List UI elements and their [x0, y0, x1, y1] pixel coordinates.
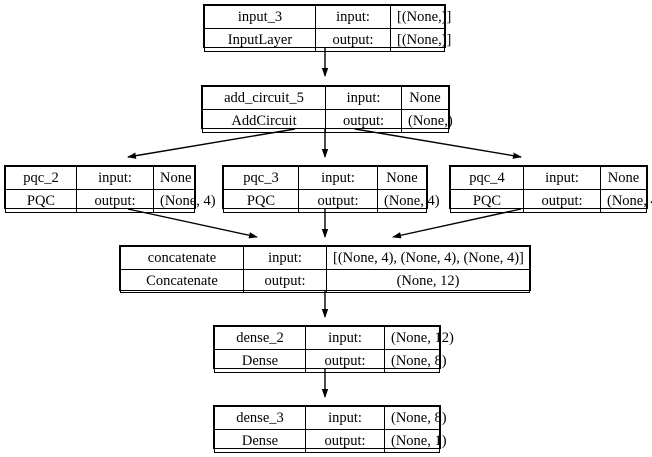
node-pqc_4-input-label: input:: [523, 166, 601, 190]
node-pqc_2[interactable]: pqc_2 input: None PQC output: (None, 4): [4, 165, 216, 213]
node-pqc_3-name: pqc_3: [223, 166, 299, 190]
edge-pqc2-concatenate: [127, 208, 258, 239]
node-pqc_3-output-shape: (None, 4): [377, 189, 440, 213]
node-pqc_2-input-shape: None: [153, 166, 195, 190]
node-concatenate-class: Concatenate: [120, 269, 244, 293]
node-pqc_4-output-shape: (None, 4): [600, 189, 652, 213]
node-dense_2-output-label: output:: [305, 349, 385, 373]
node-pqc_2-output-shape: (None, 4): [153, 189, 216, 213]
node-pqc_3-class: PQC: [223, 189, 299, 213]
node-add_circuit_5-output-label: output:: [325, 109, 402, 133]
node-dense_3-name: dense_3: [214, 406, 306, 430]
node-pqc_2-output-label: output:: [76, 189, 154, 213]
node-pqc_2-input-label: input:: [76, 166, 154, 190]
node-pqc_4-output-label: output:: [523, 189, 601, 213]
node-pqc_4-class: PQC: [450, 189, 524, 213]
node-dense_3-class: Dense: [214, 429, 306, 453]
edge-addcircuit5-pqc4: [354, 128, 522, 159]
node-concatenate-input-label: input:: [243, 246, 327, 270]
node-add_circuit_5[interactable]: add_circuit_5 input: None AddCircuit out…: [201, 85, 453, 133]
node-pqc_2-name: pqc_2: [5, 166, 77, 190]
node-dense_2-input-shape: (None, 12): [384, 326, 454, 350]
node-dense_2-output-shape: (None, 8): [384, 349, 447, 373]
node-input_3-input-shape: [(None,)]: [390, 5, 451, 29]
node-concatenate-output-shape: (None, 12): [326, 269, 530, 293]
node-dense_3-input-label: input:: [305, 406, 385, 430]
node-dense_2-class: Dense: [214, 349, 306, 373]
node-dense_3-output-shape: (None, 1): [384, 429, 447, 453]
node-concatenate-output-label: output:: [243, 269, 327, 293]
node-input_3-output-shape: [(None,)]: [390, 28, 451, 52]
node-dense_2[interactable]: dense_2 input: (None, 12) Dense output: …: [213, 325, 454, 373]
node-input_3[interactable]: input_3 input: [(None,)] InputLayer outp…: [203, 4, 451, 52]
node-input_3-output-label: output:: [315, 28, 391, 52]
node-pqc_4-input-shape: None: [600, 166, 647, 190]
node-concatenate-name: concatenate: [120, 246, 244, 270]
node-dense_2-input-label: input:: [305, 326, 385, 350]
node-add_circuit_5-output-shape: (None,): [401, 109, 453, 133]
edge-pqc4-concatenate: [392, 208, 522, 239]
node-dense_3-output-label: output:: [305, 429, 385, 453]
node-dense_3[interactable]: dense_3 input: (None, 8) Dense output: (…: [213, 405, 447, 453]
node-add_circuit_5-input-shape: None: [401, 86, 449, 110]
node-concatenate-input-shape: [(None, 4), (None, 4), (None, 4)]: [326, 246, 530, 270]
node-pqc_3-input-shape: None: [377, 166, 427, 190]
node-dense_3-input-shape: (None, 8): [384, 406, 447, 430]
node-input_3-input-label: input:: [315, 5, 391, 29]
node-add_circuit_5-input-label: input:: [325, 86, 402, 110]
node-pqc_4-name: pqc_4: [450, 166, 524, 190]
node-pqc_3[interactable]: pqc_3 input: None PQC output: (None, 4): [222, 165, 440, 213]
node-concatenate[interactable]: concatenate input: [(None, 4), (None, 4)…: [119, 245, 531, 293]
edge-addcircuit5-pqc2: [127, 128, 296, 159]
node-pqc_3-input-label: input:: [298, 166, 378, 190]
node-pqc_4[interactable]: pqc_4 input: None PQC output: (None, 4): [449, 165, 652, 213]
node-add_circuit_5-class: AddCircuit: [202, 109, 326, 133]
node-dense_2-name: dense_2: [214, 326, 306, 350]
node-add_circuit_5-name: add_circuit_5: [202, 86, 326, 110]
node-input_3-name: input_3: [204, 5, 316, 29]
node-pqc_2-class: PQC: [5, 189, 77, 213]
node-pqc_3-output-label: output:: [298, 189, 378, 213]
node-input_3-class: InputLayer: [204, 28, 316, 52]
